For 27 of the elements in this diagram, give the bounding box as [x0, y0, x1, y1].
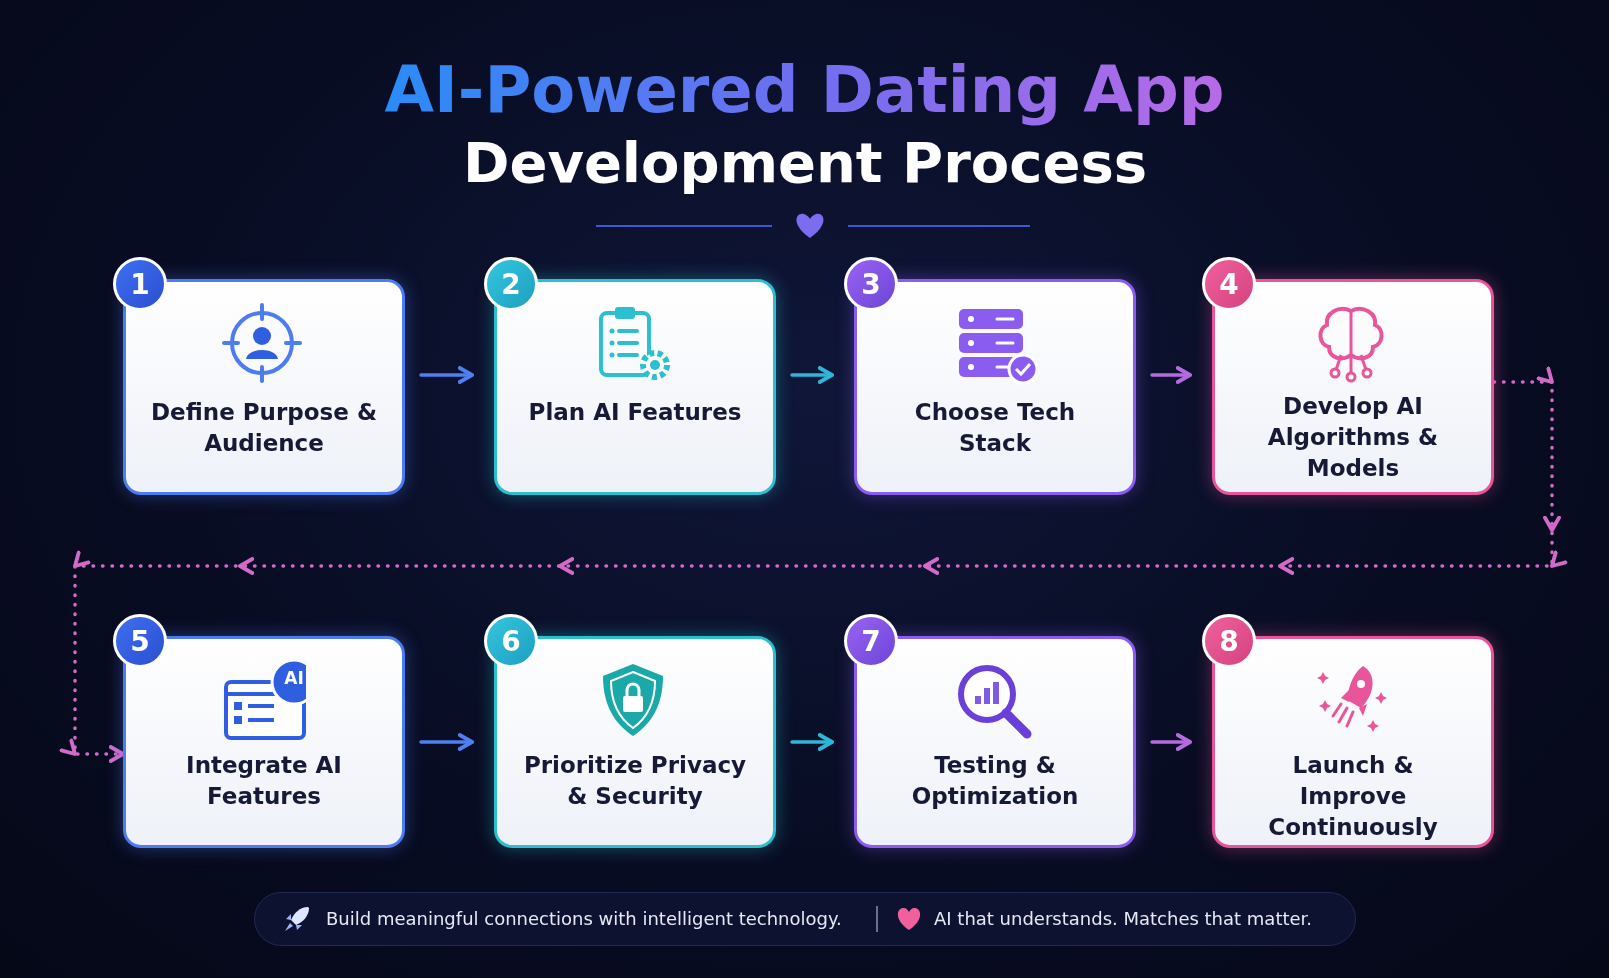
step-number: 3 — [844, 257, 898, 311]
arrow — [419, 366, 474, 384]
step-number: 4 — [1202, 257, 1256, 311]
step-title: Launch & Improve Continuously — [1267, 751, 1439, 842]
step-number: 2 — [484, 257, 538, 311]
step-title: Prioritize Privacy & Security — [522, 751, 748, 811]
step-title: Plan AI Features — [527, 398, 743, 427]
step-title: Develop AI Algorithms & Models — [1266, 392, 1440, 483]
arrow — [1150, 366, 1192, 384]
step-title: Integrate AI Features — [185, 751, 343, 811]
step-title: Choose Tech Stack — [913, 398, 1077, 458]
step-title: Define Purpose & Audience — [150, 398, 378, 458]
ai-badge-text: AI — [283, 668, 305, 688]
footer-text: Build meaningful connections with intelligent technology. — [326, 907, 843, 931]
arrow — [59, 366, 1568, 763]
arrow — [419, 733, 474, 751]
step-number: 6 — [484, 614, 538, 668]
step-number: 7 — [844, 614, 898, 668]
step-number: 5 — [113, 614, 167, 668]
step-number: 1 — [113, 257, 167, 311]
subtitle: Development Process — [461, 129, 1149, 197]
footer-text: AI that understands. Matches that matter. — [934, 907, 1314, 931]
step-number: 8 — [1202, 614, 1256, 668]
arrow — [1150, 733, 1192, 751]
arrow — [790, 366, 834, 384]
arrow — [790, 733, 834, 751]
step-title: Testing & Optimization — [910, 751, 1080, 811]
